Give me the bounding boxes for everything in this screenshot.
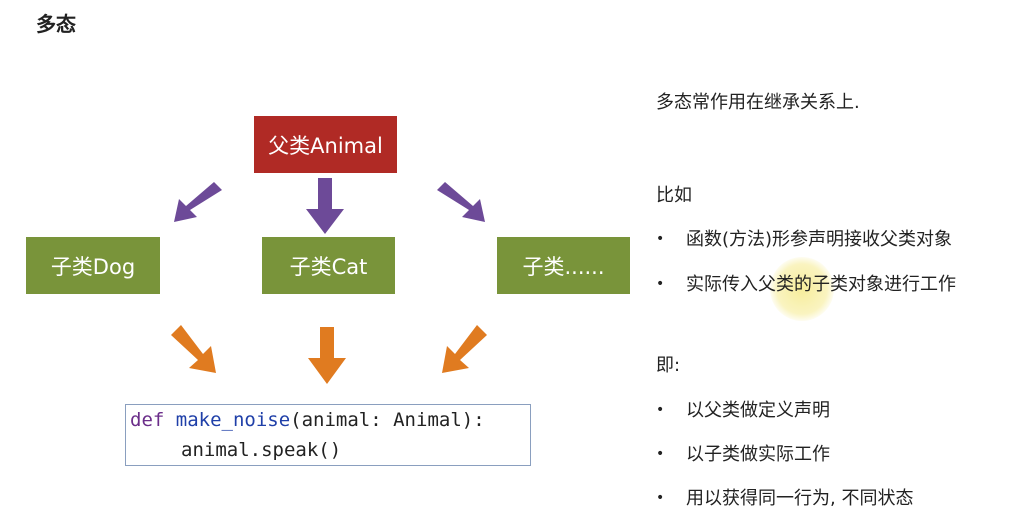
example-bullet-2-text: 实际传入父类的子类对象进行工作: [686, 274, 956, 295]
child-class-dog-box: 子类Dog: [26, 237, 160, 294]
code-snippet: def make_noise(animal: Animal): animal.s…: [125, 404, 531, 466]
summary-bullet-1-text: 以父类做定义声明: [686, 400, 830, 421]
code-function-name: make_noise: [175, 409, 291, 431]
example-bullet-1: •函数(方法)形参声明接收父类对象: [656, 229, 953, 250]
example-bullet-1-text: 函数(方法)形参声明接收父类对象: [686, 229, 953, 250]
child-class-other-box: 子类......: [497, 237, 630, 294]
arrow-to-dog: [174, 182, 222, 222]
summary-bullet-1: •以父类做定义声明: [656, 400, 830, 421]
child-class-cat-box: 子类Cat: [262, 237, 395, 294]
code-line-2: animal.speak(): [181, 439, 342, 461]
parent-class-box: 父类Animal: [254, 116, 397, 173]
arrow-from-cat: [308, 327, 346, 384]
arrow-from-dog: [171, 325, 216, 373]
example-bullet-2: •实际传入父类的子类对象进行工作: [656, 274, 956, 295]
intro-text: 多态常作用在继承关系上.: [656, 92, 860, 113]
summary-bullet-3-text: 用以获得同一行为, 不同状态: [686, 488, 914, 509]
code-keyword: def: [130, 409, 165, 431]
summary-bullet-3: •用以获得同一行为, 不同状态: [656, 488, 914, 509]
arrow-from-other: [442, 325, 487, 373]
summary-bullet-2: •以子类做实际工作: [656, 444, 830, 465]
arrows-layer: [171, 178, 487, 384]
example-heading: 比如: [656, 185, 692, 206]
cursor-highlight: [770, 257, 834, 321]
code-line-1: def make_noise(animal: Animal):: [130, 409, 485, 431]
arrow-to-other: [437, 182, 485, 222]
code-signature: (animal: Animal):: [290, 409, 485, 431]
summary-heading: 即:: [656, 355, 681, 376]
slide-title: 多态: [36, 12, 76, 36]
arrow-to-cat: [306, 178, 344, 234]
summary-bullet-2-text: 以子类做实际工作: [686, 444, 830, 465]
